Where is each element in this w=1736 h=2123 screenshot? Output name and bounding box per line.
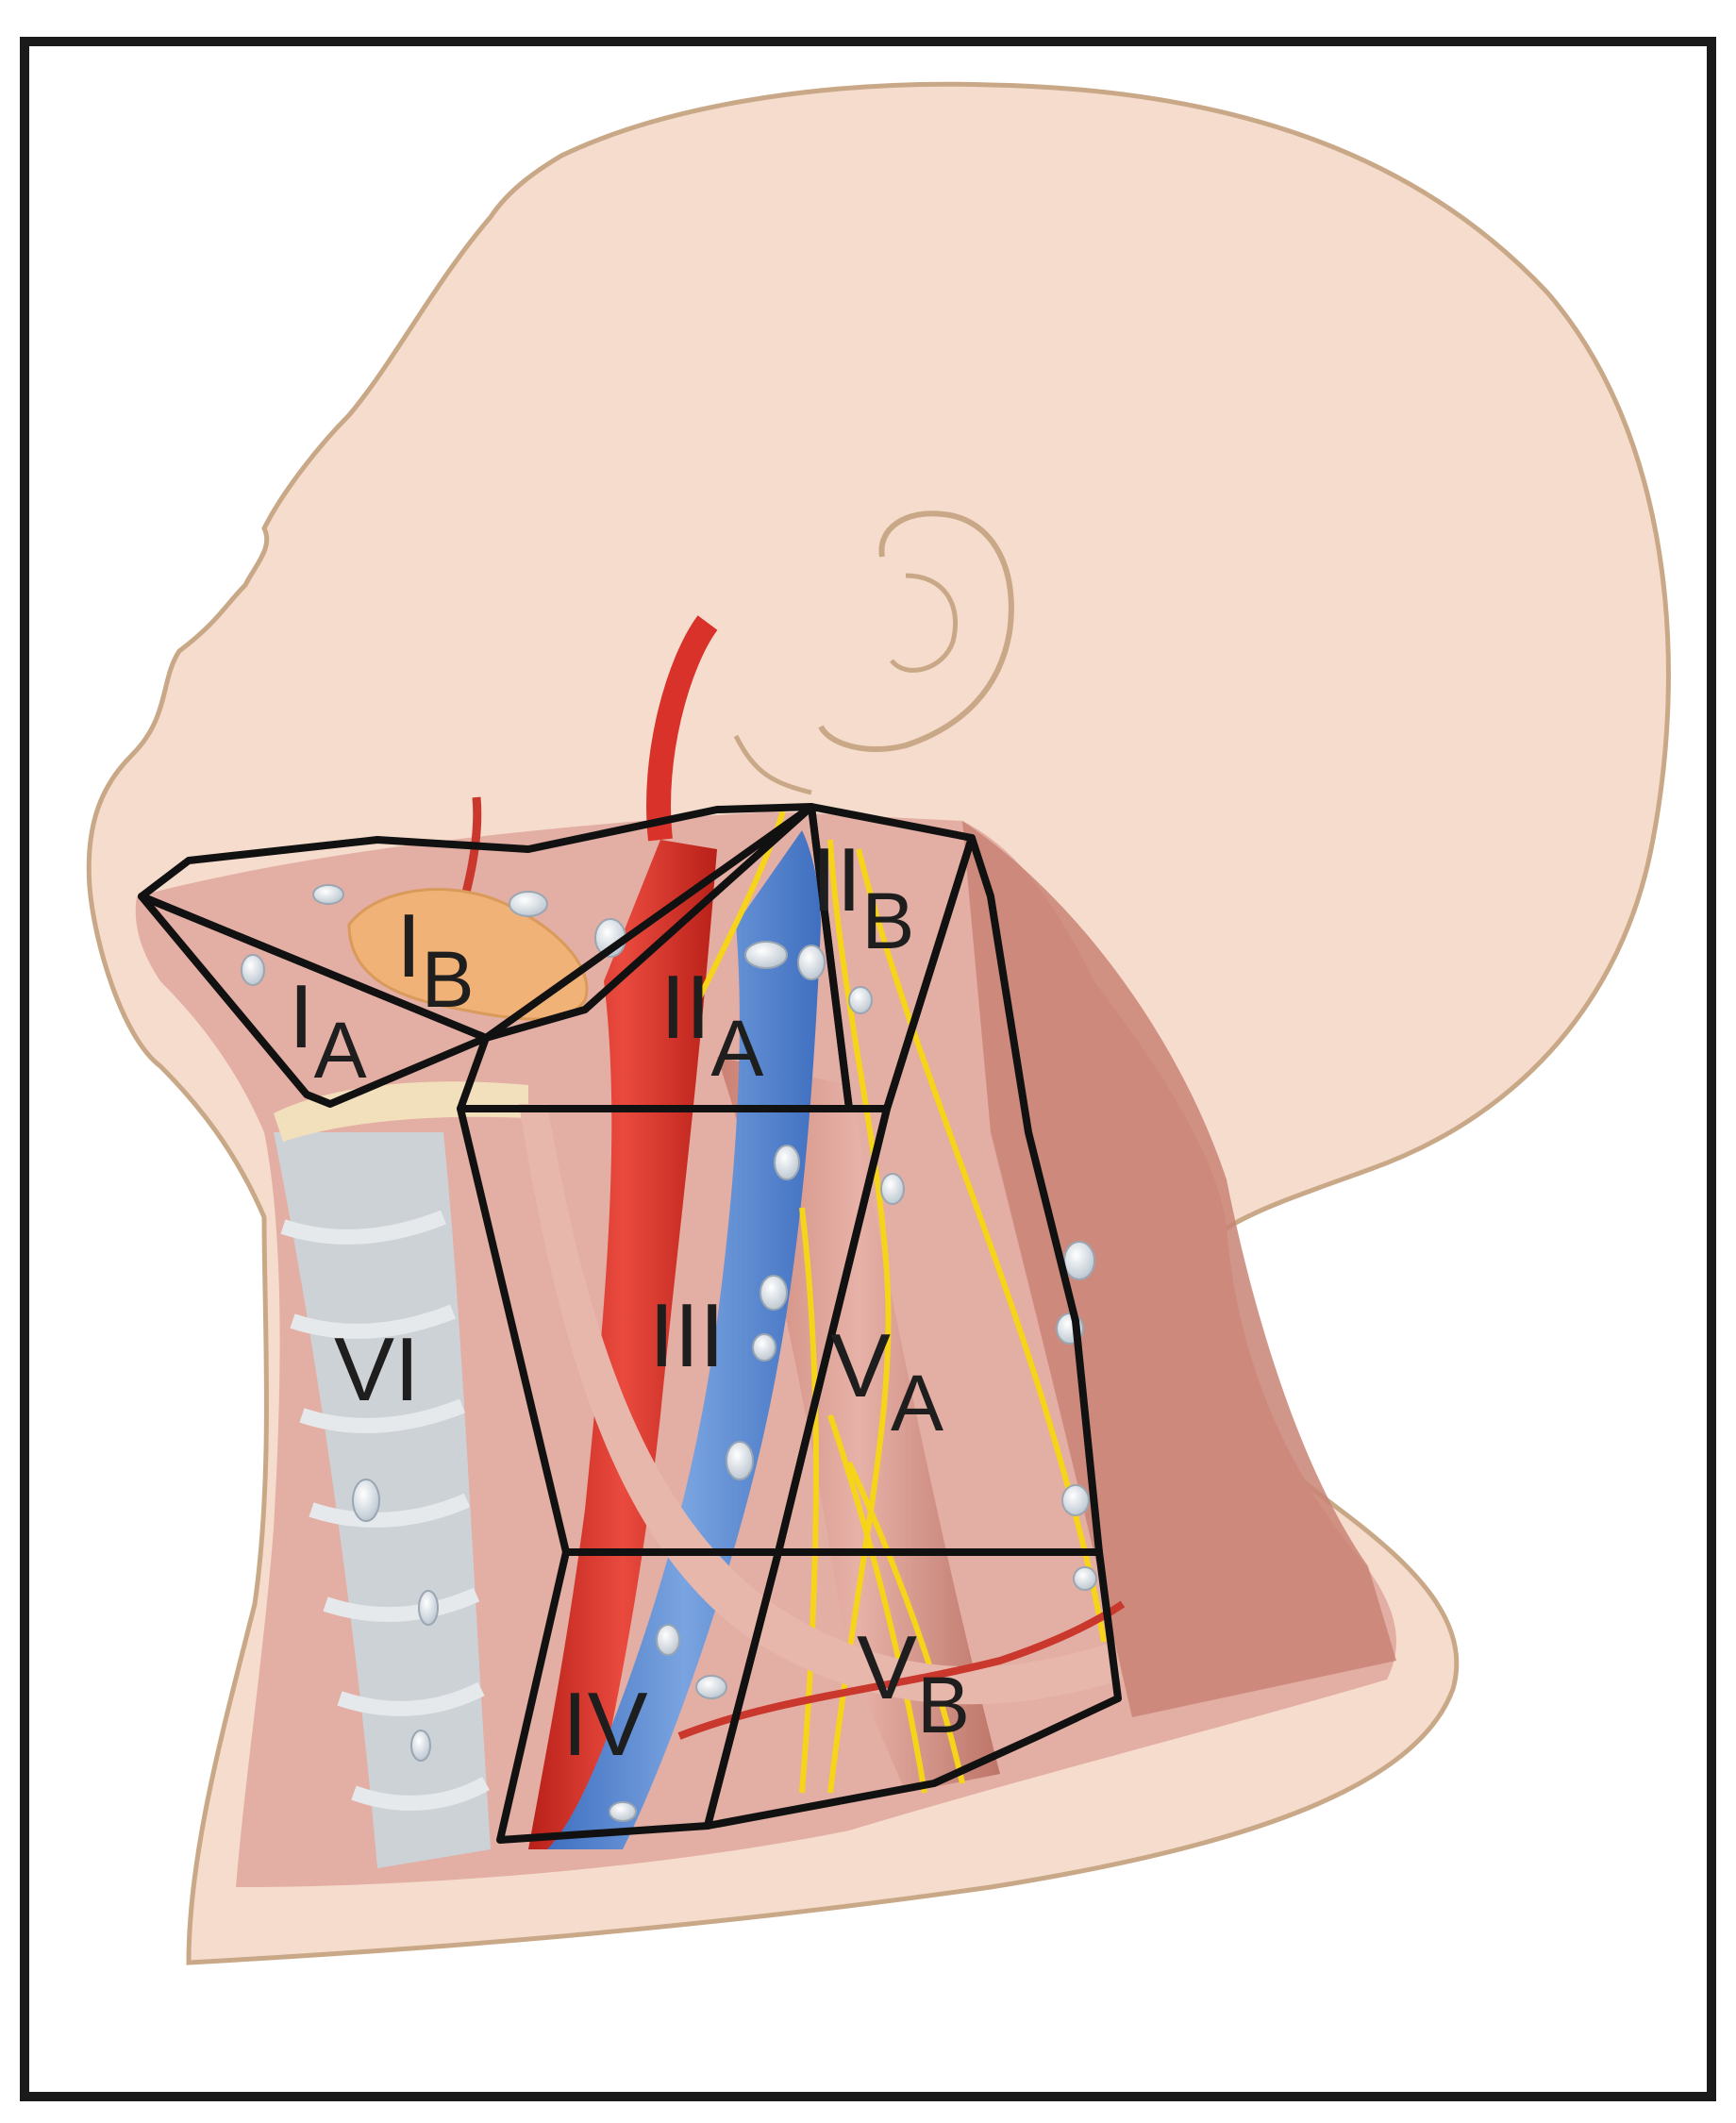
label-level-iii: III — [649, 1285, 725, 1386]
level-labels: IA IB IIA IIB III VA IV VB VI — [289, 829, 970, 1775]
posterior-neck-muscle — [962, 821, 1396, 1717]
label-level-iib: IIB — [811, 829, 914, 965]
jaw-line — [733, 734, 812, 795]
label-level-iia: IIA — [660, 957, 763, 1093]
level-boundaries — [138, 803, 1122, 1844]
submandibular-gland — [347, 888, 589, 1021]
label-level-vb: VB — [857, 1617, 970, 1749]
level-vb-boundary — [704, 1548, 1122, 1830]
external-carotid-branch — [646, 615, 718, 842]
transverse-cervical-artery — [677, 1600, 1126, 1740]
level-ib-boundary — [138, 803, 815, 1042]
ear — [818, 510, 1014, 752]
label-level-ib: IB — [396, 895, 475, 1024]
carotid-artery — [528, 840, 717, 1849]
label-level-iv: IV — [562, 1674, 648, 1775]
label-level-vi: VI — [334, 1319, 420, 1420]
trachea-rings — [280, 1210, 490, 1811]
internal-jugular-vein — [547, 830, 821, 1849]
label-level-ia: IA — [289, 966, 367, 1095]
ear-inner — [890, 573, 959, 673]
label-level-va: VA — [830, 1315, 943, 1447]
